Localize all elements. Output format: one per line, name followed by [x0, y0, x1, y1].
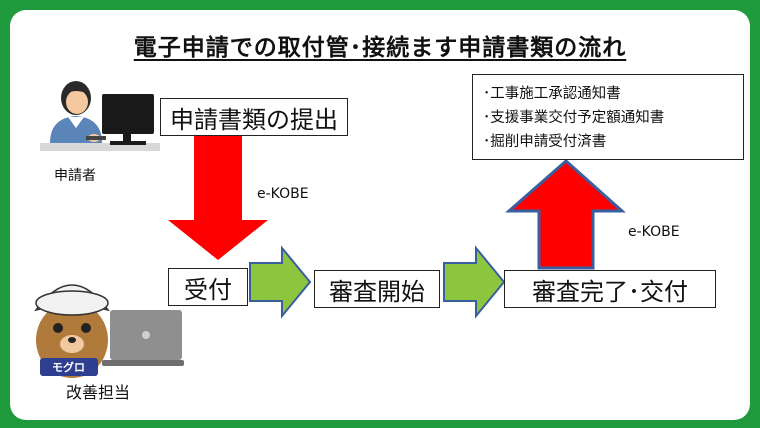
monitor-icon — [102, 94, 154, 145]
ekobe-label-right: e-KOBE — [628, 224, 680, 240]
flow-graphics — [10, 10, 750, 420]
step-review-complete: 審査完了･交付 — [504, 270, 716, 308]
issued-document-item: ･工事施工承認通知書 — [483, 82, 733, 106]
submission-label: 申請書類の提出 — [160, 98, 348, 136]
flow-card: 電子申請での取付管･接続ます申請書類の流れ — [10, 10, 750, 420]
issue-red-arrow — [509, 161, 622, 268]
issued-documents-list: ･工事施工承認通知書 ･支援事業交付予定額通知書 ･掘削申請受付済書 — [472, 74, 744, 160]
green-arrow-2 — [444, 248, 504, 316]
applicant-caption: 申請者 — [54, 165, 96, 185]
office-caption: 改善担当 — [66, 379, 130, 403]
ekobe-label-left: e-KOBE — [257, 186, 309, 202]
submit-red-arrow — [168, 130, 268, 260]
step-review-start: 審査開始 — [314, 270, 440, 308]
step-received: 受付 — [168, 268, 248, 306]
applicant-person-icon — [50, 81, 106, 143]
laptop-icon — [102, 310, 184, 366]
mascot-badge: モグロ — [52, 359, 85, 375]
issued-document-item: ･掘削申請受付済書 — [483, 130, 733, 154]
green-arrow-1 — [250, 248, 310, 316]
issued-document-item: ･支援事業交付予定額通知書 — [483, 106, 733, 130]
